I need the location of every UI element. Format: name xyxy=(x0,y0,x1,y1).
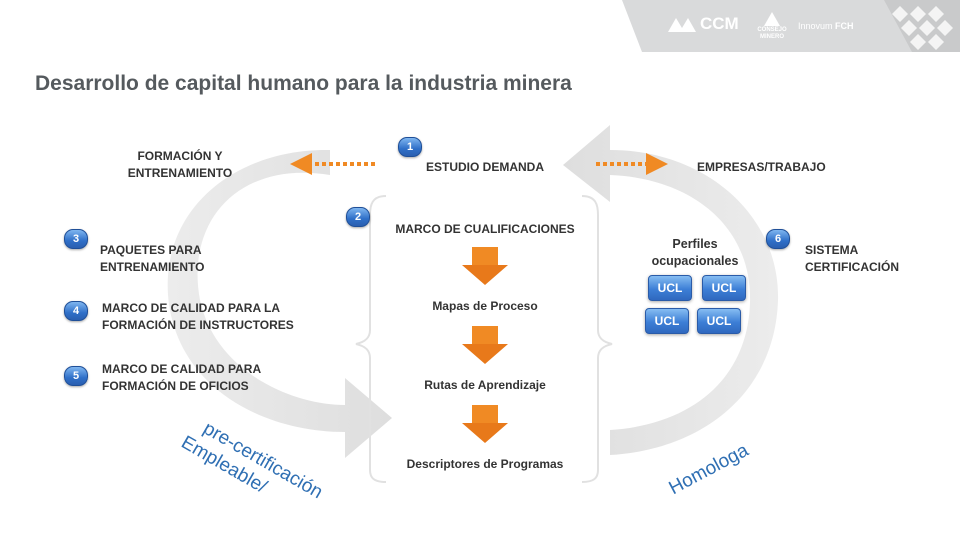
step-badge-6: 6 xyxy=(766,229,790,249)
pattern-logo-icon xyxy=(892,6,953,50)
flow-item-rutas: Rutas de Aprendizaje xyxy=(424,378,546,392)
step-label-marco-cualificaciones: MARCO DE CUALIFICACIONES xyxy=(395,222,575,236)
center-bracket-right xyxy=(581,195,613,483)
down-arrow-1 xyxy=(462,247,508,285)
step-badge-4: 4 xyxy=(64,301,88,321)
marco-calidad-oficios-label: MARCO DE CALIDAD PARA FORMACIÓN DE OFICI… xyxy=(102,362,261,393)
sistema-certificacion-label: SISTEMA CERTIFICACIÓN xyxy=(805,243,899,274)
formacion-entrenamiento-label: FORMACIÓN Y ENTRENAMIENTO xyxy=(127,149,233,180)
ucl-badge-2: UCL xyxy=(702,275,746,301)
right-cycle-arrow xyxy=(563,125,779,455)
step-badge-2: 2 xyxy=(346,207,370,227)
ccm-logo-icon xyxy=(668,18,696,32)
empresas-trabajo-label: EMPRESAS/TRABAJO xyxy=(697,160,826,174)
step-badge-3: 3 xyxy=(64,229,88,249)
center-bracket-left xyxy=(355,195,387,483)
dotted-arrow-left-head xyxy=(290,153,312,175)
dotted-arrow-right-head xyxy=(646,153,668,175)
flow-item-mapas: Mapas de Proceso xyxy=(432,299,538,313)
step-label-estudio-demanda: ESTUDIO DEMANDA xyxy=(425,160,544,174)
ucl-badge-4: UCL xyxy=(697,308,741,334)
page-title: Desarrollo de capital humano para la ind… xyxy=(35,72,572,95)
step-badge-1: 1 xyxy=(398,137,422,157)
down-arrow-3 xyxy=(462,405,508,443)
innovum-logo-text: Innovum FCH xyxy=(798,21,854,31)
perfiles-ocupacionales-label: Perfiles ocupacionales xyxy=(651,237,739,268)
ucl-badge-3: UCL xyxy=(645,308,689,334)
ucl-badge-1: UCL xyxy=(648,275,692,301)
marco-calidad-instructores-label: MARCO DE CALIDAD PARA LA FORMACIÓN DE IN… xyxy=(102,301,294,332)
down-arrow-2 xyxy=(462,326,508,364)
paquetes-entrenamiento-label: PAQUETES PARA ENTRENAMIENTO xyxy=(100,243,205,274)
consejo-minero-logo-icon xyxy=(764,12,780,26)
ccm-logo-text: CCM xyxy=(700,14,739,33)
left-cycle-arrow xyxy=(167,149,392,458)
flow-item-descriptores: Descriptores de Programas xyxy=(406,457,564,471)
step-badge-5: 5 xyxy=(64,366,88,386)
